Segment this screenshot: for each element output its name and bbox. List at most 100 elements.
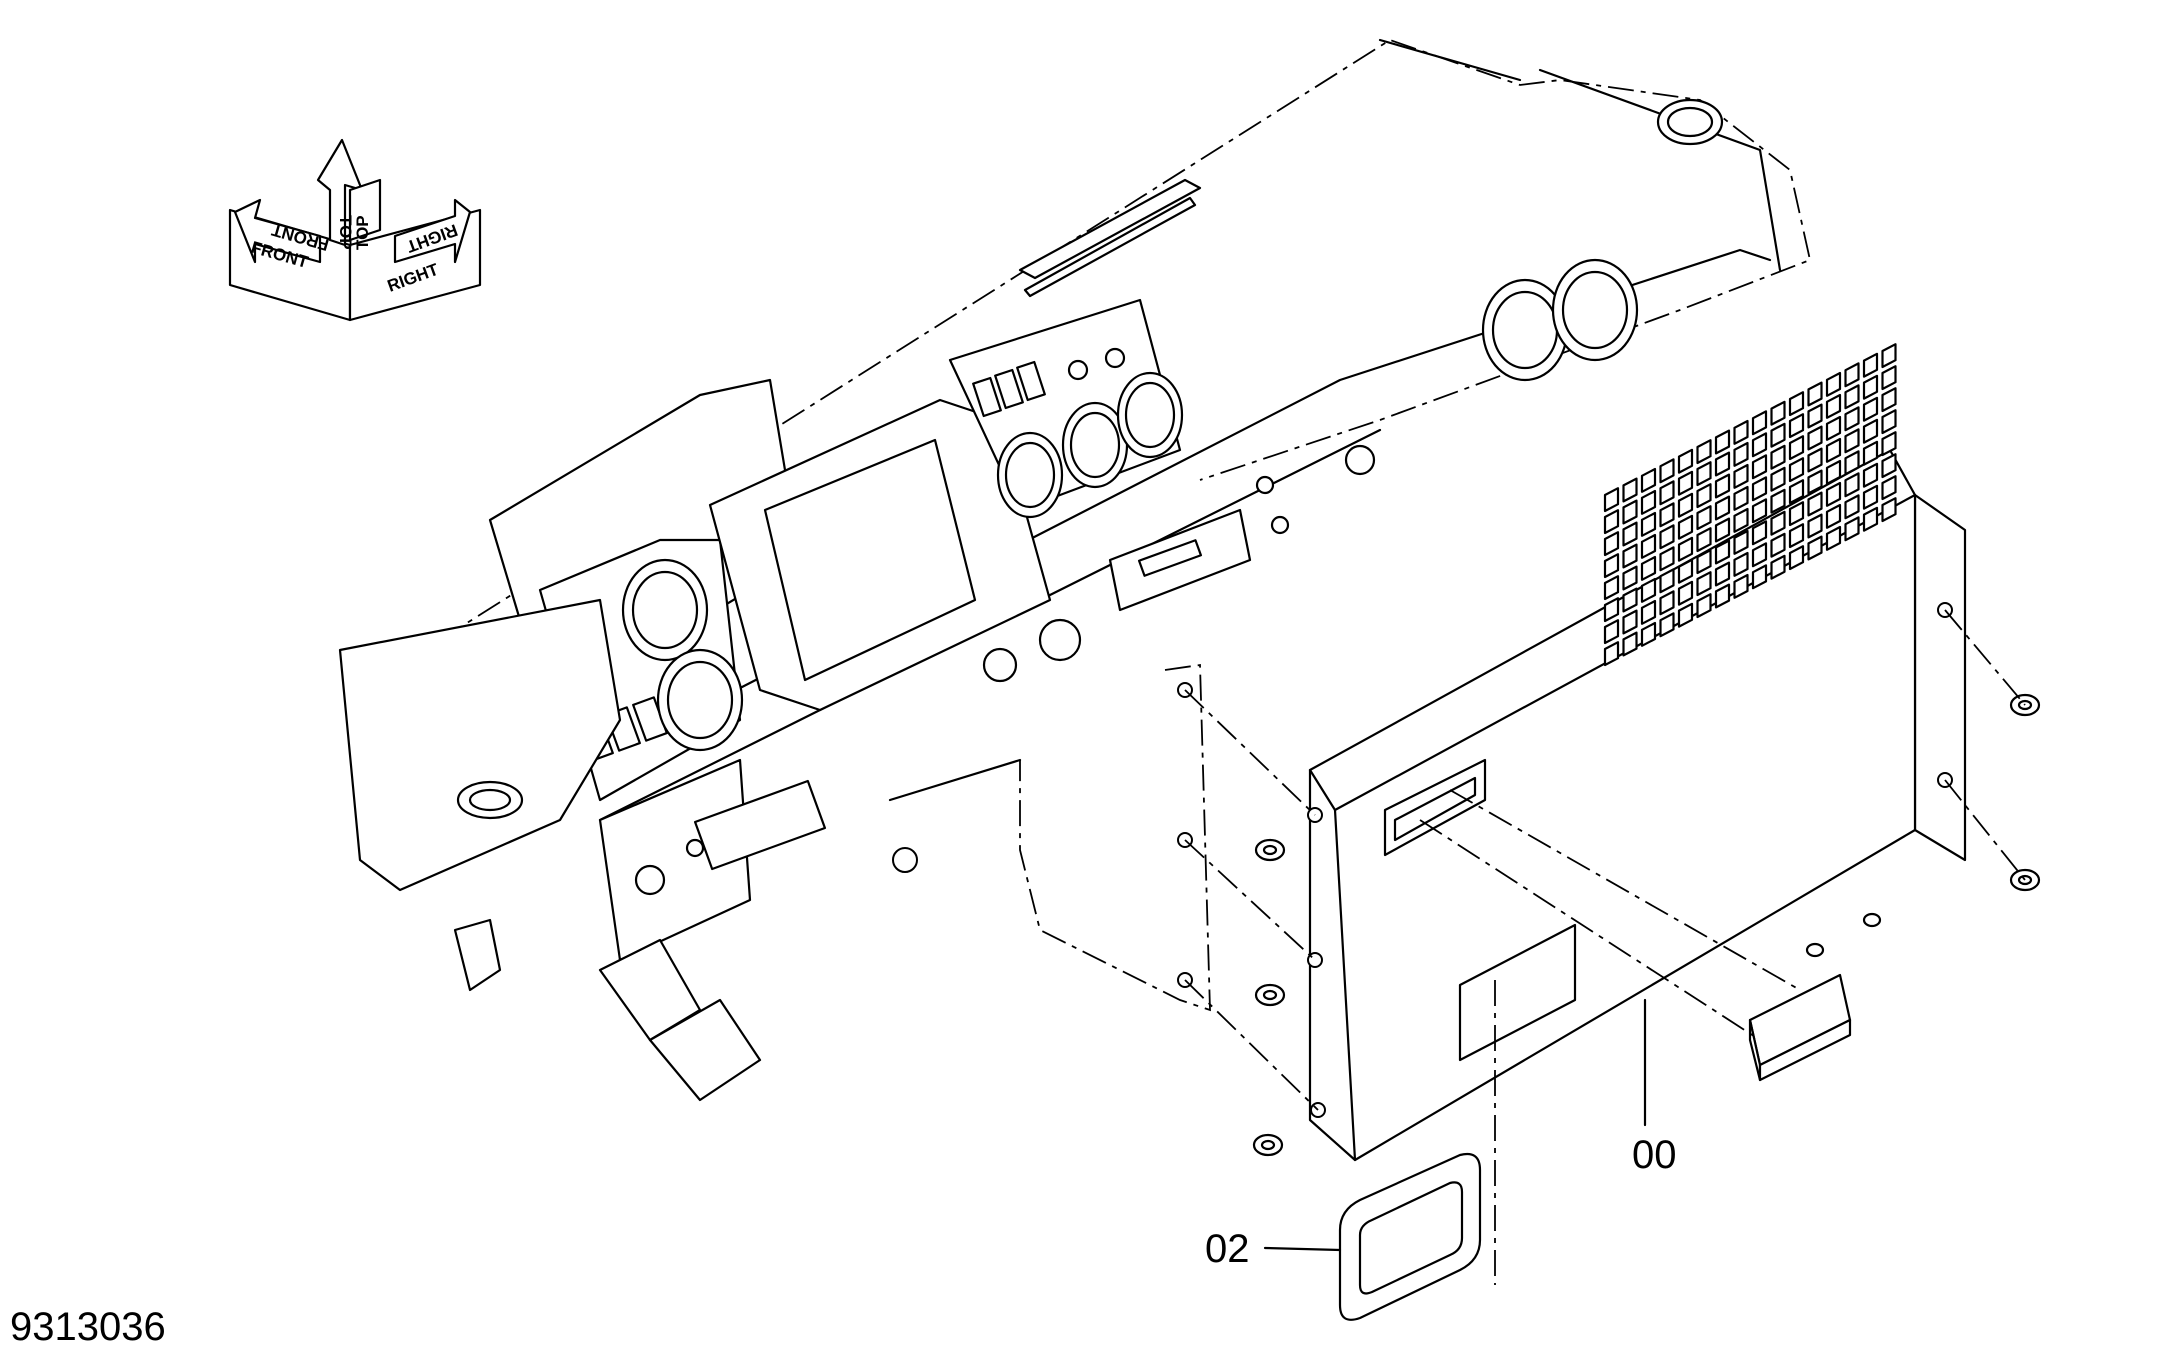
grille-opening	[1622, 477, 1638, 503]
grille-opening	[1677, 580, 1694, 606]
grille-opening	[1640, 599, 1657, 625]
grille-opening	[1770, 532, 1786, 558]
grille-opening	[1862, 462, 1879, 488]
grille-opening	[1622, 565, 1638, 591]
grille-opening	[1622, 543, 1638, 569]
side-bracket	[888, 663, 1211, 1012]
grille-opening	[1807, 513, 1823, 539]
grille-opening	[1770, 422, 1786, 448]
figure-id: 9313036	[10, 1305, 166, 1349]
grille-opening	[1714, 429, 1731, 455]
grille-opening	[1881, 497, 1897, 523]
grille-opening	[1825, 525, 1842, 551]
grille-opening	[1807, 403, 1823, 429]
grille-opening	[1696, 461, 1712, 487]
grille-opening	[1677, 514, 1694, 540]
grille-opening	[1788, 545, 1805, 571]
grille-opening	[1714, 561, 1731, 587]
grille-opening	[1714, 495, 1731, 521]
orientation-top-label: TOP	[336, 215, 355, 250]
grille-opening	[1714, 517, 1731, 543]
grille-opening	[1659, 502, 1675, 528]
grille-opening	[1770, 510, 1786, 536]
grille-opening	[1640, 621, 1657, 647]
grille-opening	[1677, 536, 1694, 562]
grille-opening	[1862, 352, 1879, 378]
accelerator-pedal	[598, 938, 762, 1102]
grille-opening	[1603, 597, 1620, 623]
bolt-7	[1862, 912, 1882, 928]
grille-opening	[1825, 371, 1842, 397]
grille-opening	[1825, 437, 1842, 463]
grille-opening	[1881, 431, 1897, 457]
grille-opening	[1844, 406, 1860, 432]
grille-opening	[1733, 551, 1749, 577]
callout-02: 02	[1205, 1227, 1250, 1271]
grille-opening	[1659, 612, 1675, 638]
grille-opening	[1733, 419, 1749, 445]
grille-opening	[1770, 554, 1786, 580]
grille-opening	[1622, 587, 1638, 613]
grille-opening	[1659, 524, 1675, 550]
cover-grille	[1603, 343, 1897, 667]
grille-opening	[1807, 425, 1823, 451]
leader-02	[1263, 1246, 1342, 1252]
grille-opening	[1881, 475, 1897, 501]
mounting-bolts	[1252, 693, 2041, 1157]
grille-opening	[1844, 516, 1860, 542]
upper-gauge-pod	[948, 298, 1184, 519]
grille-opening	[1677, 448, 1694, 474]
grille-opening	[1603, 641, 1620, 667]
grille-opening	[1714, 473, 1731, 499]
left-gauges	[621, 558, 744, 752]
grille-opening	[1733, 485, 1749, 511]
grille-opening	[1825, 415, 1842, 441]
grille-opening	[1714, 539, 1731, 565]
grille-opening	[1881, 343, 1897, 369]
grille-opening	[1770, 444, 1786, 470]
seal-frame	[1338, 1152, 1482, 1321]
right-vents	[1481, 258, 1639, 382]
grille-opening	[1659, 480, 1675, 506]
grille-opening	[1622, 499, 1638, 525]
bolt-1	[1254, 838, 1286, 862]
grille-opening	[1825, 459, 1842, 485]
grille-opening	[1677, 470, 1694, 496]
grille-opening	[1696, 549, 1712, 575]
grille-opening	[1751, 454, 1768, 480]
grille-opening	[1844, 494, 1860, 520]
grille-opening	[1640, 555, 1657, 581]
grille-opening	[1677, 558, 1694, 584]
grille-opening	[1844, 472, 1860, 498]
side-cover-panel	[1307, 343, 1967, 1162]
grille-opening	[1770, 488, 1786, 514]
grille-opening	[1862, 484, 1879, 510]
grille-opening	[1788, 413, 1805, 439]
grille-opening	[1844, 450, 1860, 476]
grille-opening	[1659, 590, 1675, 616]
grille-opening	[1696, 593, 1712, 619]
orientation-symbol: FRONT FRONT TOP TOP RIGHT RIGHT	[228, 138, 482, 322]
grille-opening	[1844, 384, 1860, 410]
grille-opening	[1603, 619, 1620, 645]
grille-opening	[1696, 483, 1712, 509]
grille-opening	[1881, 409, 1897, 435]
grille-opening	[1770, 400, 1786, 426]
grille-opening	[1751, 542, 1768, 568]
grille-opening	[1696, 505, 1712, 531]
grille-opening	[1659, 546, 1675, 572]
grille-opening	[1696, 527, 1712, 553]
grille-opening	[1751, 520, 1768, 546]
grille-opening	[1640, 533, 1657, 559]
grille-opening	[1733, 529, 1749, 555]
grille-opening	[1733, 463, 1749, 489]
grille-opening	[1807, 469, 1823, 495]
grille-opening	[1788, 457, 1805, 483]
callout-00: 00	[1632, 1133, 1677, 1177]
grille-opening	[1751, 476, 1768, 502]
grille-opening	[1825, 503, 1842, 529]
bolt-2	[1254, 983, 1286, 1007]
grille-opening	[1862, 396, 1879, 422]
grille-opening	[1603, 531, 1620, 557]
grille-opening	[1807, 491, 1823, 517]
